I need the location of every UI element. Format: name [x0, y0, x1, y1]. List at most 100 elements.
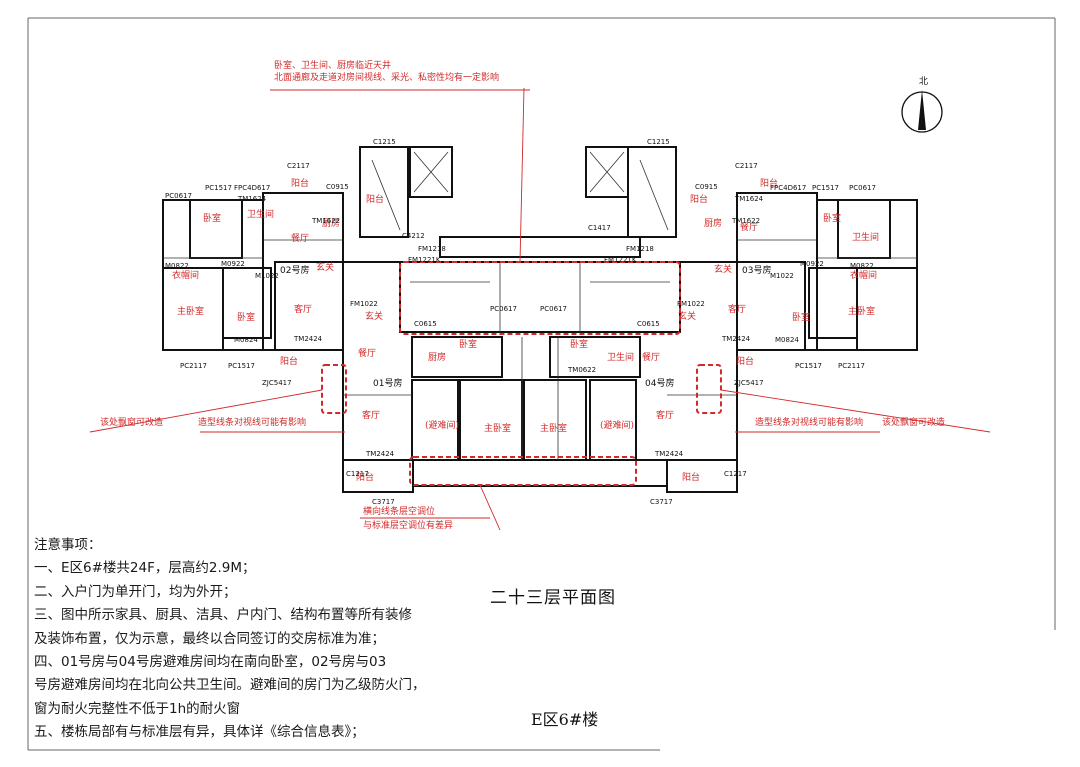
compass-label: 北 [919, 76, 928, 87]
code-pc0617-center-left: PC0617 [490, 305, 517, 313]
room-label-bathroom-r: 卫生间 [852, 233, 880, 243]
room-label-kitchen-01: 厨房 [428, 353, 447, 363]
annotation-right-line: 造型线条对视线可能有影响 [755, 418, 864, 428]
room-label-bedroom-r2: 卧室 [792, 313, 811, 323]
annotation-top-line2: 北面通廊及走道对房间视线、采光、私密性均有一定影响 [274, 73, 500, 83]
room-label-bedroom: 卧室 [203, 214, 222, 224]
drawing-title: 二十三层平面图 [490, 588, 616, 608]
room-label-master-r: 主卧室 [848, 307, 876, 317]
notes-item-7: 窗为耐火完整性不低于1h的耐火窗 [34, 700, 241, 717]
room-label-bedroom-2: 卧室 [237, 313, 256, 323]
room-label-master: 主卧室 [177, 307, 205, 317]
room-label-dining-r: 餐厅 [740, 223, 759, 233]
code-zjc5417-left: ZJC5417 [262, 379, 292, 387]
room-label-balcony-2: 阳台 [280, 357, 299, 367]
code-pc1517-left: PC1517 [205, 184, 232, 192]
code-c2117-right: C2117 [735, 162, 758, 170]
room-label-balcony-r3: 阳台 [690, 195, 709, 205]
room-label-living-04: 客厅 [656, 411, 675, 421]
code-m0822-right: M0822 [850, 262, 874, 270]
code-c1417-right: C1417 [588, 224, 611, 232]
room-label-living-r: 客厅 [728, 305, 747, 315]
code-c0615-right: C0615 [637, 320, 660, 328]
code-tm2424-right: TM2424 [722, 335, 751, 343]
code-c1215-left: C1215 [373, 138, 396, 146]
code-fm1218-left: FM1218 [418, 245, 446, 253]
annotation-bottom-line2: 与标准层空调位有差异 [363, 521, 454, 531]
code-c0615-left: C0615 [414, 320, 437, 328]
code-tm0622: TM0622 [568, 366, 597, 374]
unit-label-04: 04号房 [645, 379, 675, 389]
code-pc1517-right-2: PC1517 [795, 362, 822, 370]
notes-item-5: 四、01号房与04号房避难房间均在南向卧室，02号房与03 [34, 654, 387, 671]
code-m0922-right: M0922 [800, 260, 824, 268]
annotation-top-line1: 卧室、卫生间、厨房临近天井 [274, 61, 392, 71]
code-fm1221-right: FM1221K [604, 256, 637, 264]
code-tm1622-right: TM1622 [732, 217, 761, 225]
room-label-foyer: 玄关 [316, 263, 335, 273]
annotation-right-window: 该处飘窗可改造 [882, 418, 946, 428]
room-label-bathroom-04: 卫生间 [607, 353, 635, 363]
code-zjc5417-right: ZJC5417 [734, 379, 764, 387]
room-label-balcony-01: 阳台 [356, 473, 375, 483]
annotation-bottom-line1: 横向线条层空调位 [363, 507, 436, 517]
unit-label-02: 02号房 [280, 266, 310, 276]
room-label-refuge-04: (避难间) [600, 421, 635, 431]
unit-label-01: 01号房 [373, 379, 403, 389]
unit-label-03: 03号房 [742, 266, 772, 276]
notes-item-1: 一、E区6#楼共24F，层高约2.9M； [34, 560, 256, 577]
room-label-balcony-r: 阳台 [760, 179, 779, 189]
room-label-master-01: 主卧室 [484, 424, 512, 434]
room-label-dressing-r: 衣帽间 [850, 271, 878, 281]
notes-item-8: 五、楼栋局部有与标准层有异，具体详《综合信息表》； [34, 724, 365, 741]
highlight-boxes [321, 261, 722, 486]
room-label-bathroom: 卫生间 [247, 210, 275, 220]
code-tm2424-04: TM2424 [655, 450, 684, 458]
code-c0915-right: C0915 [695, 183, 718, 191]
room-label-living: 客厅 [294, 305, 313, 315]
code-c4212-left: C4212 [402, 232, 425, 240]
annotation-left-line: 造型线条对视线可能有影响 [198, 418, 307, 428]
notes-item-4: 及装饰布置，仅为示意，最终以合同签订的交房标准为准； [34, 630, 385, 647]
code-fm1218-right: FM1218 [626, 245, 654, 253]
room-label-dining-04: 餐厅 [642, 353, 661, 363]
code-c1217-left: C1217 [346, 470, 369, 478]
code-m0822-left: M0822 [165, 262, 189, 270]
code-pc1517-left-2: PC1517 [228, 362, 255, 370]
code-m0824-left: M0824 [234, 336, 258, 344]
code-fpc-left: FPC4D617 [234, 184, 271, 192]
room-label-dressing: 衣帽间 [172, 271, 200, 281]
interior-details [163, 151, 917, 460]
annotation-left-window: 该处飘窗可改造 [100, 418, 164, 428]
code-c3717-right: C3717 [650, 498, 673, 506]
room-label-balcony: 阳台 [291, 179, 310, 189]
code-tm1622-left: TM1622 [312, 217, 341, 225]
code-fm1221-left: FM1221K [408, 256, 441, 264]
code-c3717-left: C3717 [372, 498, 395, 506]
code-tm2424-left: TM2424 [294, 335, 323, 343]
north-arrow-icon [918, 90, 926, 130]
room-label-foyer-04: 玄关 [678, 312, 697, 322]
code-m1022-left: M1022 [255, 272, 279, 280]
code-pc0617-right: PC0617 [849, 184, 876, 192]
notes-heading: 注意事项： [34, 537, 102, 553]
building-label: E区6#楼 [531, 710, 599, 729]
code-c1215-right: C1215 [647, 138, 670, 146]
code-tm1624-right: TM1624 [735, 195, 764, 203]
room-label-balcony-r2: 阳台 [736, 357, 755, 367]
leader-lines [89, 87, 991, 531]
code-pc1517-right: PC1517 [812, 184, 839, 192]
code-pc0617-center-right: PC0617 [540, 305, 567, 313]
code-tm1624-left: TM1624 [238, 195, 267, 203]
code-m1022-right: M1022 [770, 272, 794, 280]
room-label-bedroom-north-01: 卧室 [459, 340, 478, 350]
code-c1217-right: C1217 [724, 470, 747, 478]
room-label-kitchen: 厨房 [322, 219, 341, 229]
code-c2117-left: C2117 [287, 162, 310, 170]
code-pc2117-left: PC2117 [180, 362, 207, 370]
code-m0824-right: M0824 [775, 336, 799, 344]
room-label-bedroom-north-04: 卧室 [570, 340, 589, 350]
room-label-balcony-04: 阳台 [682, 473, 701, 483]
